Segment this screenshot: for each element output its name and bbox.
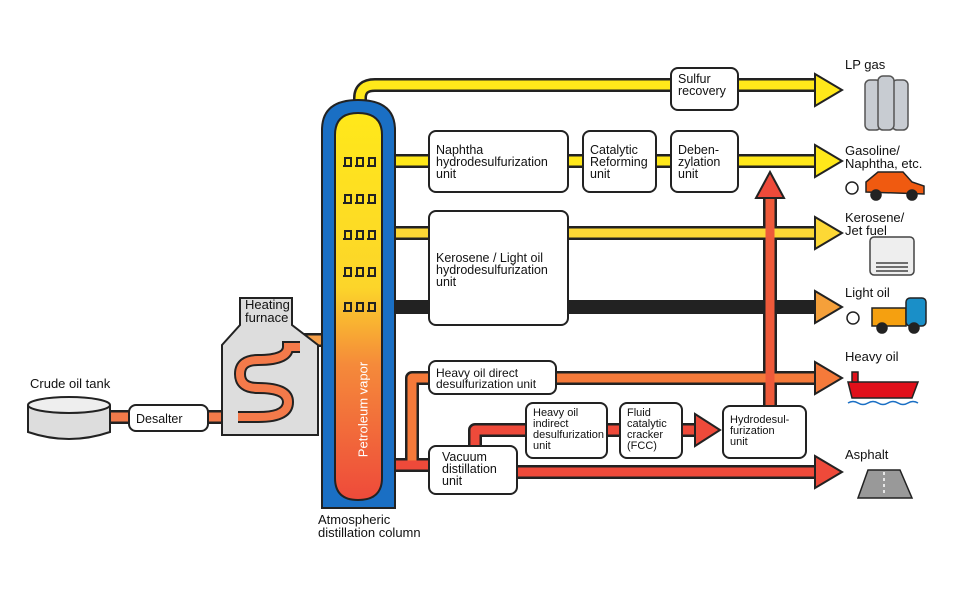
naphtha-hds-box: Naphtha hydrodesulfurization unit <box>428 130 569 193</box>
arrow-light-oil <box>814 289 844 325</box>
road-icon <box>856 469 914 499</box>
sulfur-recovery-box: Sulfur recovery <box>670 67 739 111</box>
arrow-gasoline <box>814 143 844 179</box>
gas-cylinders-icon <box>864 75 909 131</box>
trays <box>343 157 376 312</box>
arrow-kerosene <box>814 215 844 251</box>
product-light-oil: Light oil <box>845 285 890 300</box>
arrow-asphalt <box>814 454 844 490</box>
arrow-lp-gas <box>814 72 844 108</box>
car-icon <box>845 171 925 201</box>
product-asphalt: Asphalt <box>845 447 889 462</box>
product-gasoline: Gasoline/ Naphtha, etc. <box>845 143 923 171</box>
arrow-hydrodesul-up <box>754 169 786 199</box>
desalter-box: Desalter <box>128 404 209 432</box>
hydrodesulfurization-box: Hydrodesul- furization unit <box>722 405 807 459</box>
heavy-oil-direct-box: Heavy oil direct desulfurization unit <box>428 360 557 395</box>
kerosene-hds-box: Kerosene / Light oil hydrodesulfurizatio… <box>428 210 569 326</box>
petroleum-vapor-label: Petroleum vapor <box>355 361 371 458</box>
crude-oil-tank-label: Crude oil tank <box>30 376 111 391</box>
heavy-oil-indirect-box: Heavy oil indirect desulfurization unit <box>525 402 608 459</box>
arrow-heavy-oil <box>814 360 844 396</box>
product-kerosene: Kerosene/ Jet fuel <box>845 210 905 238</box>
truck-icon <box>846 297 927 334</box>
debenzylation-box: Deben- zylation unit <box>670 130 739 193</box>
heating-furnace-icon <box>221 297 319 436</box>
heater-icon <box>869 236 915 276</box>
product-lp-gas: LP gas <box>845 57 886 72</box>
fcc-box: Fluid catalytic cracker (FCC) <box>619 402 683 459</box>
arrow-fcc <box>694 412 722 448</box>
heating-furnace-label: Heating furnace <box>245 297 290 325</box>
ship-icon <box>847 371 920 406</box>
vacuum-distillation-box: Vacuum distillation unit <box>428 445 518 495</box>
product-heavy-oil: Heavy oil <box>845 349 899 364</box>
column-label: Atmospheric distillation column <box>318 512 421 540</box>
crude-oil-tank-icon <box>27 396 111 440</box>
catalytic-reforming-box: Catalytic Reforming unit <box>582 130 657 193</box>
